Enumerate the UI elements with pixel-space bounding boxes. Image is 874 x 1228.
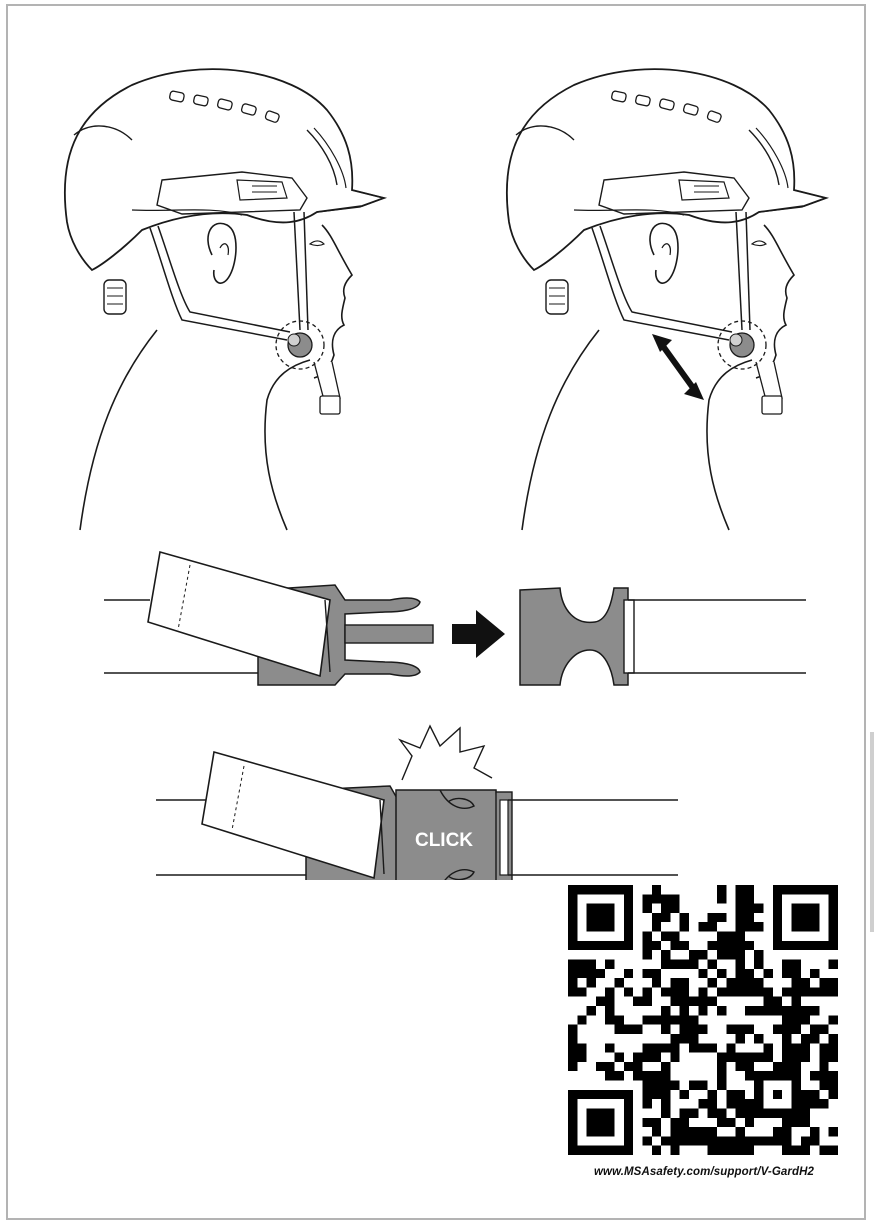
qr-code-icon[interactable] (568, 885, 838, 1155)
buckle-open-step (104, 552, 806, 685)
starburst-icon (400, 726, 492, 780)
qr-code-graphic (568, 885, 838, 1155)
right-arrow-icon (452, 610, 505, 658)
helmet-adjust-icon (507, 69, 826, 530)
instruction-illustration: CLICK (0, 0, 874, 880)
buckle-closed-step: CLICK (156, 726, 678, 880)
helmet-chinstrap-icon (65, 69, 384, 530)
double-arrow-icon (652, 334, 704, 400)
support-url-link[interactable]: www.MSAsafety.com/support/V-GardH2 (570, 1166, 838, 1178)
click-label: CLICK (415, 830, 473, 851)
